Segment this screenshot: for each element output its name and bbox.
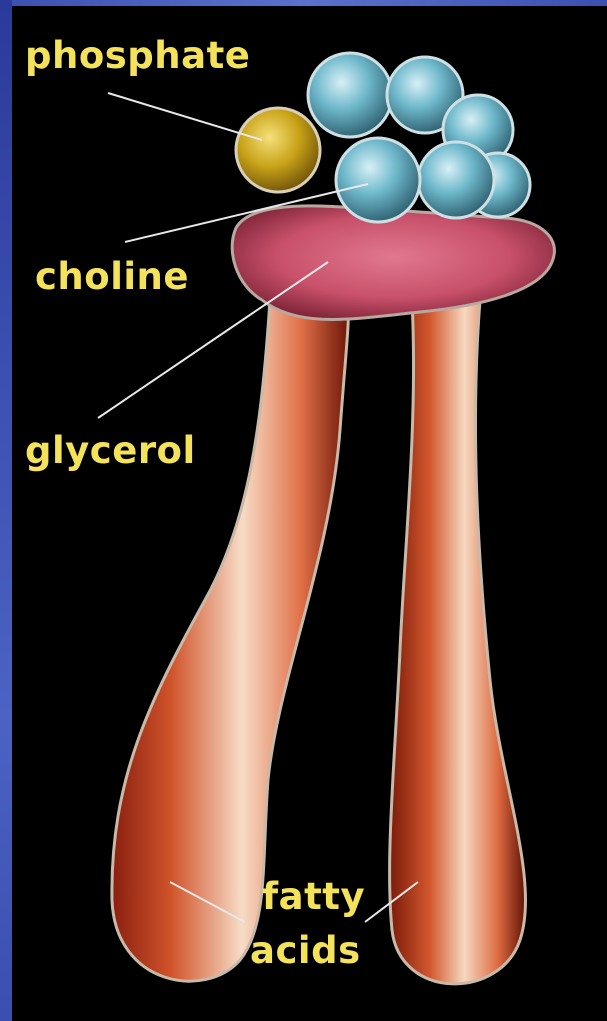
choline-group	[308, 53, 530, 222]
label-glycerol: glycerol	[25, 432, 196, 469]
fatty-acid-tail-right	[390, 300, 526, 984]
phosphate-group	[236, 108, 320, 192]
label-fatty-line1: fatty	[262, 878, 365, 915]
label-choline: choline	[35, 258, 189, 295]
glycerol-group	[232, 206, 554, 320]
label-fatty-line2: acids	[250, 932, 361, 969]
label-phosphate: phosphate	[25, 37, 250, 74]
phosphate-pointer	[108, 93, 262, 140]
